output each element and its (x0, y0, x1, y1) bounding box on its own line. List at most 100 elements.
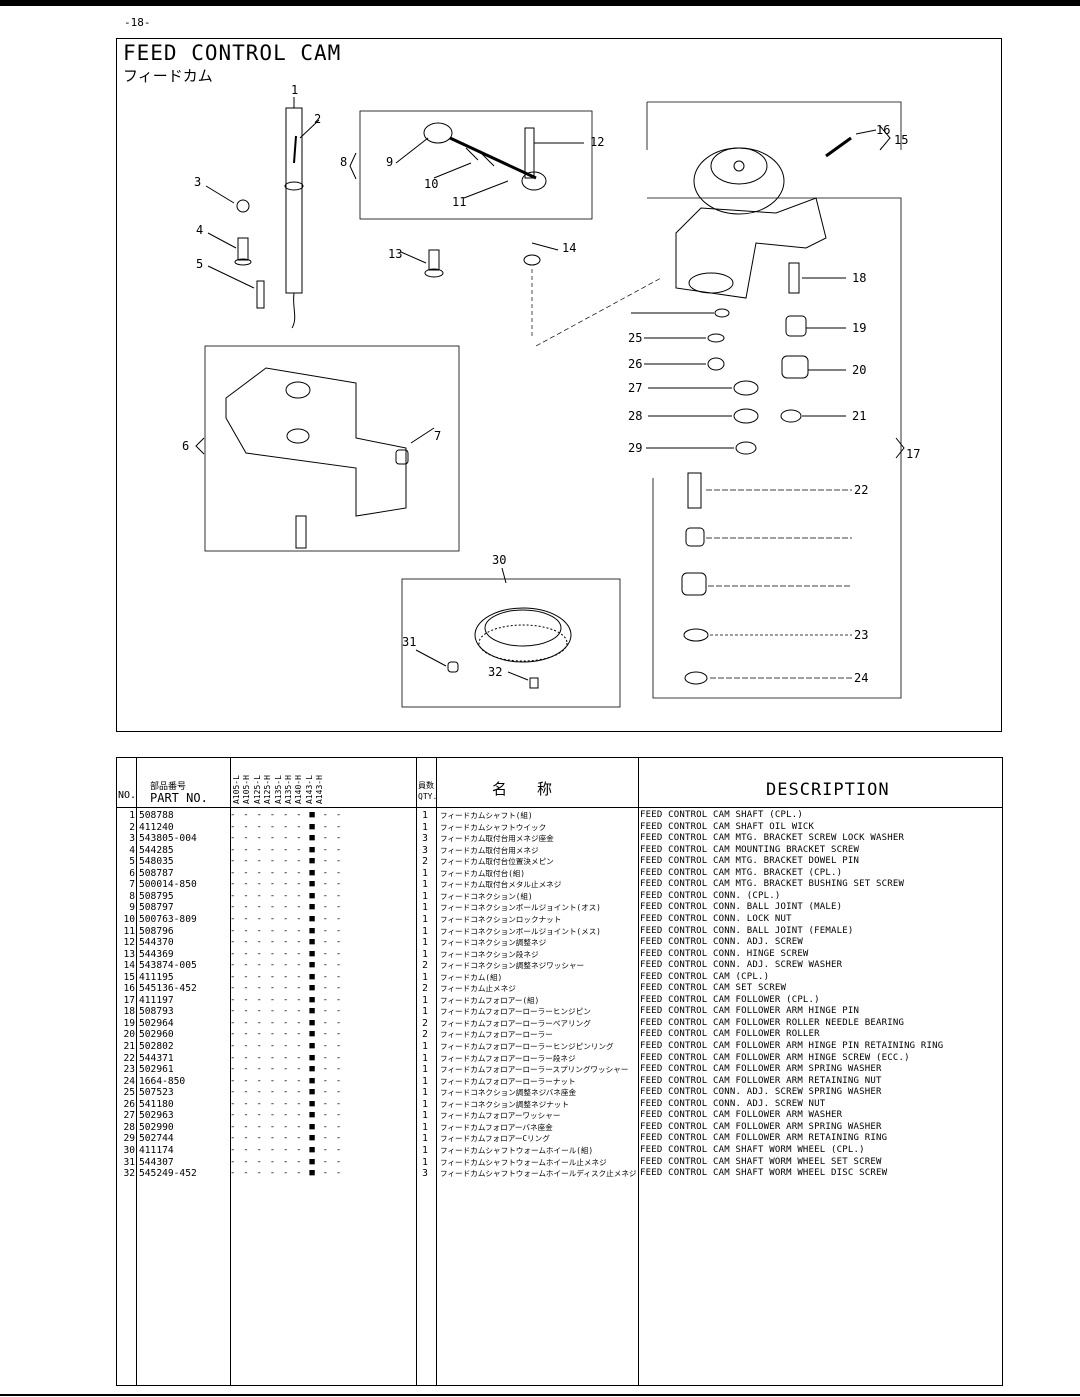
part-number: 502963 (139, 1110, 174, 1122)
part-description: FEED CONTROL CAM FOLLOWER ROLLER (640, 1029, 820, 1040)
col-description-header: DESCRIPTION (766, 780, 890, 800)
quantity: 1 (422, 890, 428, 902)
quantity: 1 (422, 1006, 428, 1018)
worm-set-screw (447, 661, 459, 673)
part-number-index: 19 (123, 1017, 135, 1029)
leader-5 (207, 265, 255, 289)
part-description: FEED CONTROL CAM SHAFT (CPL.) (640, 810, 803, 820)
col-qty-header: QTY. (418, 792, 438, 801)
part-number: 508788 (139, 810, 174, 821)
callout-19: 19 (852, 321, 866, 335)
part-number-index: 3 (129, 833, 135, 845)
quantity: 2 (422, 1017, 428, 1029)
model-availability: - - - - - - ■ - - (230, 983, 343, 994)
leader-31 (415, 649, 447, 667)
bracket-8 (349, 152, 357, 180)
group-box-6 (204, 345, 460, 552)
part-name-jp: フィードコネクション(組) (440, 891, 533, 901)
model-availability: - - - - - - ■ - - (230, 1144, 343, 1155)
part-number: 544371 (139, 1052, 174, 1064)
leader-4 (207, 232, 237, 249)
part-number-index: 20 (123, 1029, 135, 1041)
callout-17: 17 (906, 447, 920, 461)
part-name-jp: フィードカムフォロアーローラーベアリング (440, 1018, 591, 1028)
leader-3 (205, 185, 235, 204)
part-name-jp: フィードコネクション調整ネジワッシャー (440, 961, 585, 971)
part-number: 500763-809 (139, 913, 197, 925)
callout-28: 28 (628, 409, 642, 423)
part-name-jp: フィードカムフォロアーバネ座金 (440, 1122, 553, 1132)
bracket-screw (237, 237, 249, 261)
quantity: 1 (422, 821, 428, 833)
hinge-pin (788, 262, 800, 294)
part-number: 508787 (139, 867, 174, 879)
part-number-index: 8 (129, 890, 135, 902)
part-name-jp: フィードカムフォロアーCリング (440, 1134, 550, 1144)
quantity: 1 (422, 1075, 428, 1087)
part-number: 502802 (139, 1041, 174, 1052)
page-title: FEED CONTROL CAM (123, 41, 342, 65)
part-description: FEED CONTROL CONN. (CPL.) (640, 890, 781, 901)
part-number-index: 32 (123, 1168, 135, 1180)
table-row: 8 508795 - - - - - - ■ - - 1 フィードコネクション(組) FE… (118, 891, 1002, 903)
part-number-index: 31 (123, 1156, 135, 1168)
quantity: 2 (422, 983, 428, 995)
part-number: 508797 (139, 902, 174, 914)
part-number: 508795 (139, 890, 174, 902)
cam-set-screw (825, 136, 852, 158)
col-qty-jp-header: 員数 (418, 781, 434, 790)
model-availability: - - - - - - ■ - - (230, 1156, 343, 1167)
model-availability: - - - - - - ■ - - (230, 890, 343, 901)
model-availability: - - - - - - ■ - - (230, 821, 343, 832)
quantity: 1 (422, 1052, 428, 1064)
callout-22: 22 (854, 483, 868, 497)
ball-joint-male (423, 122, 453, 144)
part-name-jp: フィードカムフォロアーワッシャー (440, 1111, 561, 1121)
part-number-index: 18 (123, 1006, 135, 1018)
part-number: 507523 (139, 1087, 174, 1099)
quantity: 1 (422, 1133, 428, 1145)
leader-10 (433, 162, 472, 179)
quantity: 1 (422, 925, 428, 937)
bracket-17 (895, 437, 905, 459)
part-number: 502964 (139, 1017, 174, 1029)
part-number-index: 30 (123, 1144, 135, 1156)
part-number-index: 1 (129, 810, 135, 821)
worm-wheel (474, 607, 572, 663)
quantity: 1 (422, 810, 428, 821)
part-description: FEED CONTROL CAM FOLLOWER ARM WASHER (640, 1110, 843, 1121)
model-availability: - - - - - - ■ - - (230, 844, 343, 855)
model-availability: - - - - - - ■ - - (230, 1133, 343, 1144)
part-description: FEED CONTROL CAM FOLLOWER ARM RETAINING … (640, 1133, 888, 1144)
part-name-jp: フィードコネクション調整ネジナット (440, 1099, 569, 1109)
part-number-index: 7 (129, 879, 135, 891)
model-availability: - - - - - - ■ - - (230, 1064, 343, 1075)
part-number: 541180 (139, 1098, 174, 1110)
model-availability: - - - - - - ■ - - (230, 948, 343, 959)
part-number: 1664-850 (139, 1075, 186, 1087)
model-availability: - - - - - - ■ - - (230, 1121, 343, 1132)
part-number: 411197 (139, 994, 174, 1006)
callout-30: 30 (492, 553, 506, 567)
quantity: 1 (422, 948, 428, 960)
part-number-index: 25 (123, 1087, 135, 1099)
part-number: 502990 (139, 1121, 174, 1133)
callout-29: 29 (628, 441, 642, 455)
part-name-jp: フィードカムシャフトウイック (440, 822, 547, 832)
part-number: 543805-004 (139, 833, 197, 845)
part-number-index: 16 (123, 983, 135, 995)
page-title-jp: フィードカム (123, 68, 213, 85)
quantity: 1 (422, 1098, 428, 1110)
callout-16: 16 (876, 123, 890, 137)
part-description: FEED CONTROL CAM SET SCREW (640, 983, 787, 994)
callout-24: 24 (854, 671, 868, 685)
diagram-frame (116, 38, 1002, 732)
